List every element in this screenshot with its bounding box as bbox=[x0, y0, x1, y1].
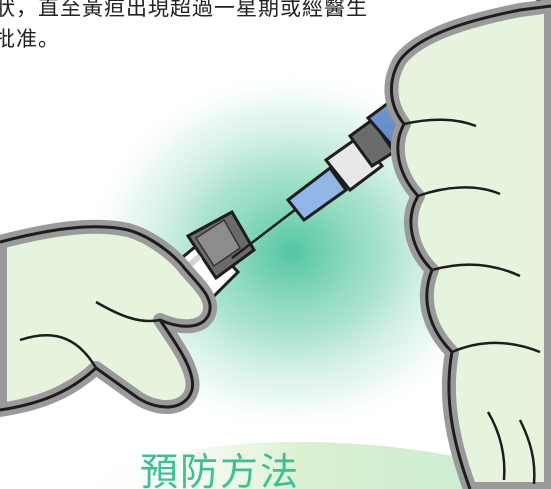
gloved-hand-icon-right bbox=[384, 0, 551, 489]
gloved-hand-icon bbox=[0, 219, 217, 417]
instruction-text: 狀，直至黃疸出現超過一星期或經醫生 批准。 bbox=[0, 0, 368, 55]
instruction-line-2: 批准。 bbox=[0, 27, 60, 51]
section-title: 預防方法 bbox=[140, 450, 301, 489]
needle bbox=[231, 205, 301, 259]
instruction-line-1: 狀，直至黃疸出現超過一星期或經醫生 bbox=[0, 0, 368, 20]
bottom-wave bbox=[60, 441, 551, 489]
